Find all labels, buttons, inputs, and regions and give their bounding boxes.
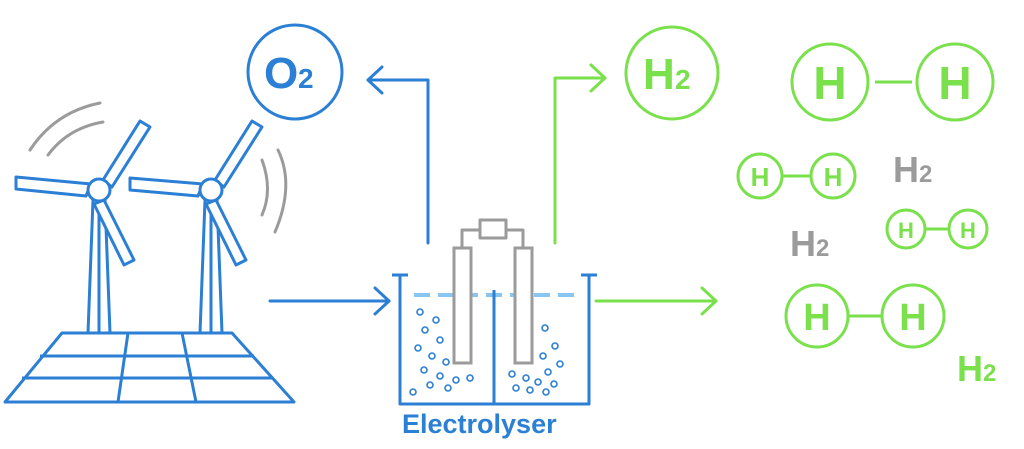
atom-label: H <box>938 57 971 109</box>
atom-label: H <box>803 297 830 339</box>
svg-text:2: 2 <box>983 360 996 387</box>
h2-molecule-medium: H H <box>736 152 857 200</box>
oxygen-subscript: 2 <box>298 63 314 94</box>
hydrogen-arrow-right <box>594 286 718 316</box>
atom-label: H <box>751 162 770 192</box>
solar-panel <box>3 331 296 404</box>
svg-text:H: H <box>957 348 983 389</box>
hydrogen-arrow-up <box>553 63 607 245</box>
atom-label: H <box>813 57 846 109</box>
hydrogen-molecule-label: H 2 <box>624 25 720 121</box>
hydrogen-bubbles <box>508 324 564 396</box>
h2-molecule-bottom: H H <box>784 283 946 349</box>
electrolyser: Electrolyser <box>392 218 597 439</box>
h2-molecule-large: H H <box>790 42 995 122</box>
atom-label: H <box>898 218 914 243</box>
oxygen-molecule: O 2 <box>246 23 344 121</box>
h2-label-green-bottom: H 2 <box>957 348 996 389</box>
h2-molecule-small: H H <box>885 208 989 250</box>
oxygen-arrow <box>366 65 430 245</box>
wind-turbine-left <box>14 119 152 335</box>
svg-text:2: 2 <box>919 161 932 188</box>
electrolyser-label: Electrolyser <box>402 409 557 439</box>
atom-label: H <box>899 297 926 339</box>
hydrogen-subscript: 2 <box>675 64 691 95</box>
atom-label: H <box>824 162 843 192</box>
oxygen-symbol: O <box>264 49 298 98</box>
wind-turbine-right <box>128 119 264 335</box>
svg-text:H: H <box>790 223 816 264</box>
power-arrow <box>268 286 391 316</box>
hydrogen-symbol: H <box>643 50 675 99</box>
svg-text:H: H <box>893 149 919 190</box>
wind-motion-arcs <box>28 101 288 234</box>
oxygen-bubbles <box>409 308 474 396</box>
svg-text:2: 2 <box>816 235 829 262</box>
atom-label: H <box>960 218 976 243</box>
h2-label-gray-top: H 2 <box>893 149 932 190</box>
h2-label-gray-middle: H 2 <box>790 223 829 264</box>
